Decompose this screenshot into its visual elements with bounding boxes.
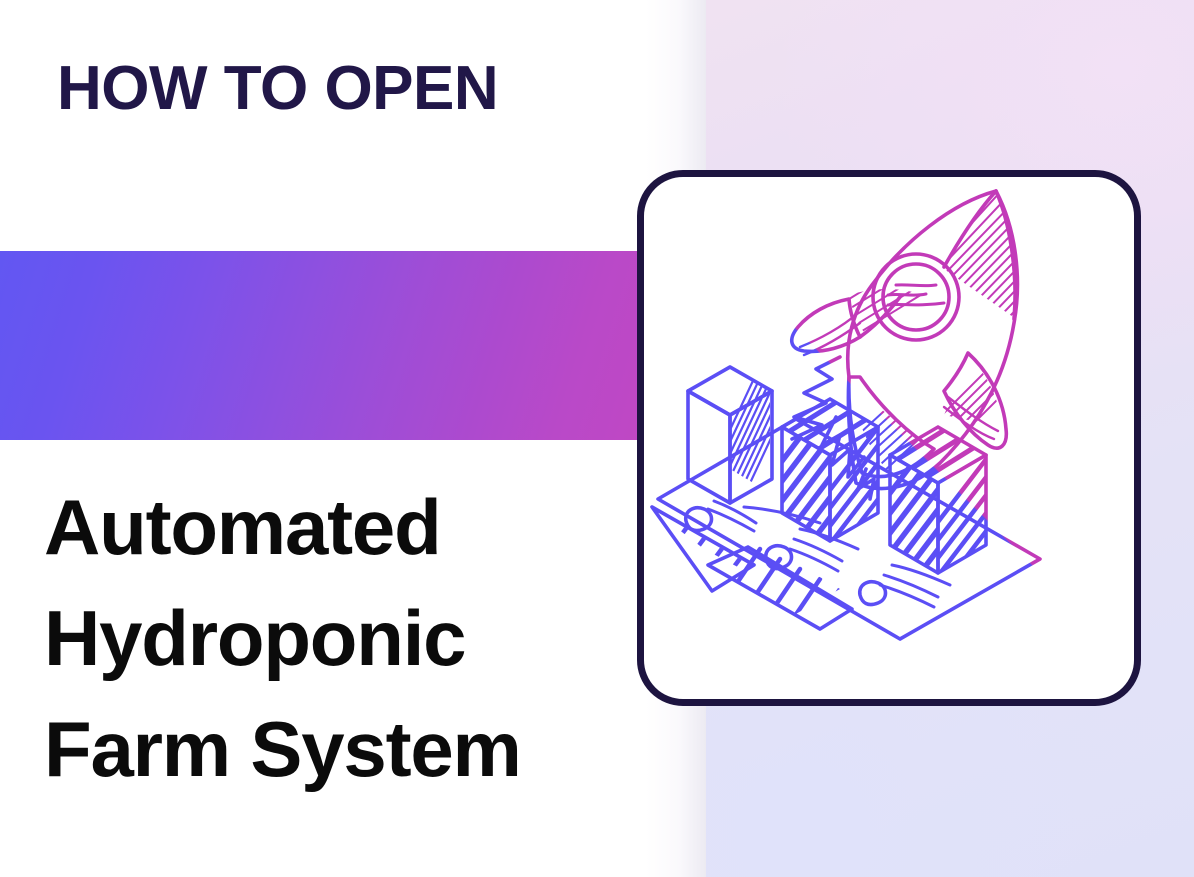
bar-3 bbox=[888, 425, 988, 575]
dashed-arrow-right-icon bbox=[0, 251, 637, 440]
illustration-card bbox=[637, 170, 1141, 706]
gradient-accent-band bbox=[0, 251, 637, 440]
bar-1 bbox=[686, 365, 774, 505]
headline-line-2: Hydroponic bbox=[44, 593, 467, 682]
headline-line-1: Automated bbox=[44, 483, 442, 571]
platform-doodles bbox=[683, 499, 952, 609]
bar-chart-platform-sketch bbox=[650, 365, 1042, 641]
rocket-launch-growth-sketch bbox=[650, 189, 1042, 641]
porthole-window-icon bbox=[871, 252, 961, 342]
page-eyebrow-title: HOW TO OPEN bbox=[57, 54, 499, 123]
headline-line-3: Farm System bbox=[44, 704, 522, 793]
page-headline: Automated Hydroponic Farm System bbox=[44, 472, 664, 804]
